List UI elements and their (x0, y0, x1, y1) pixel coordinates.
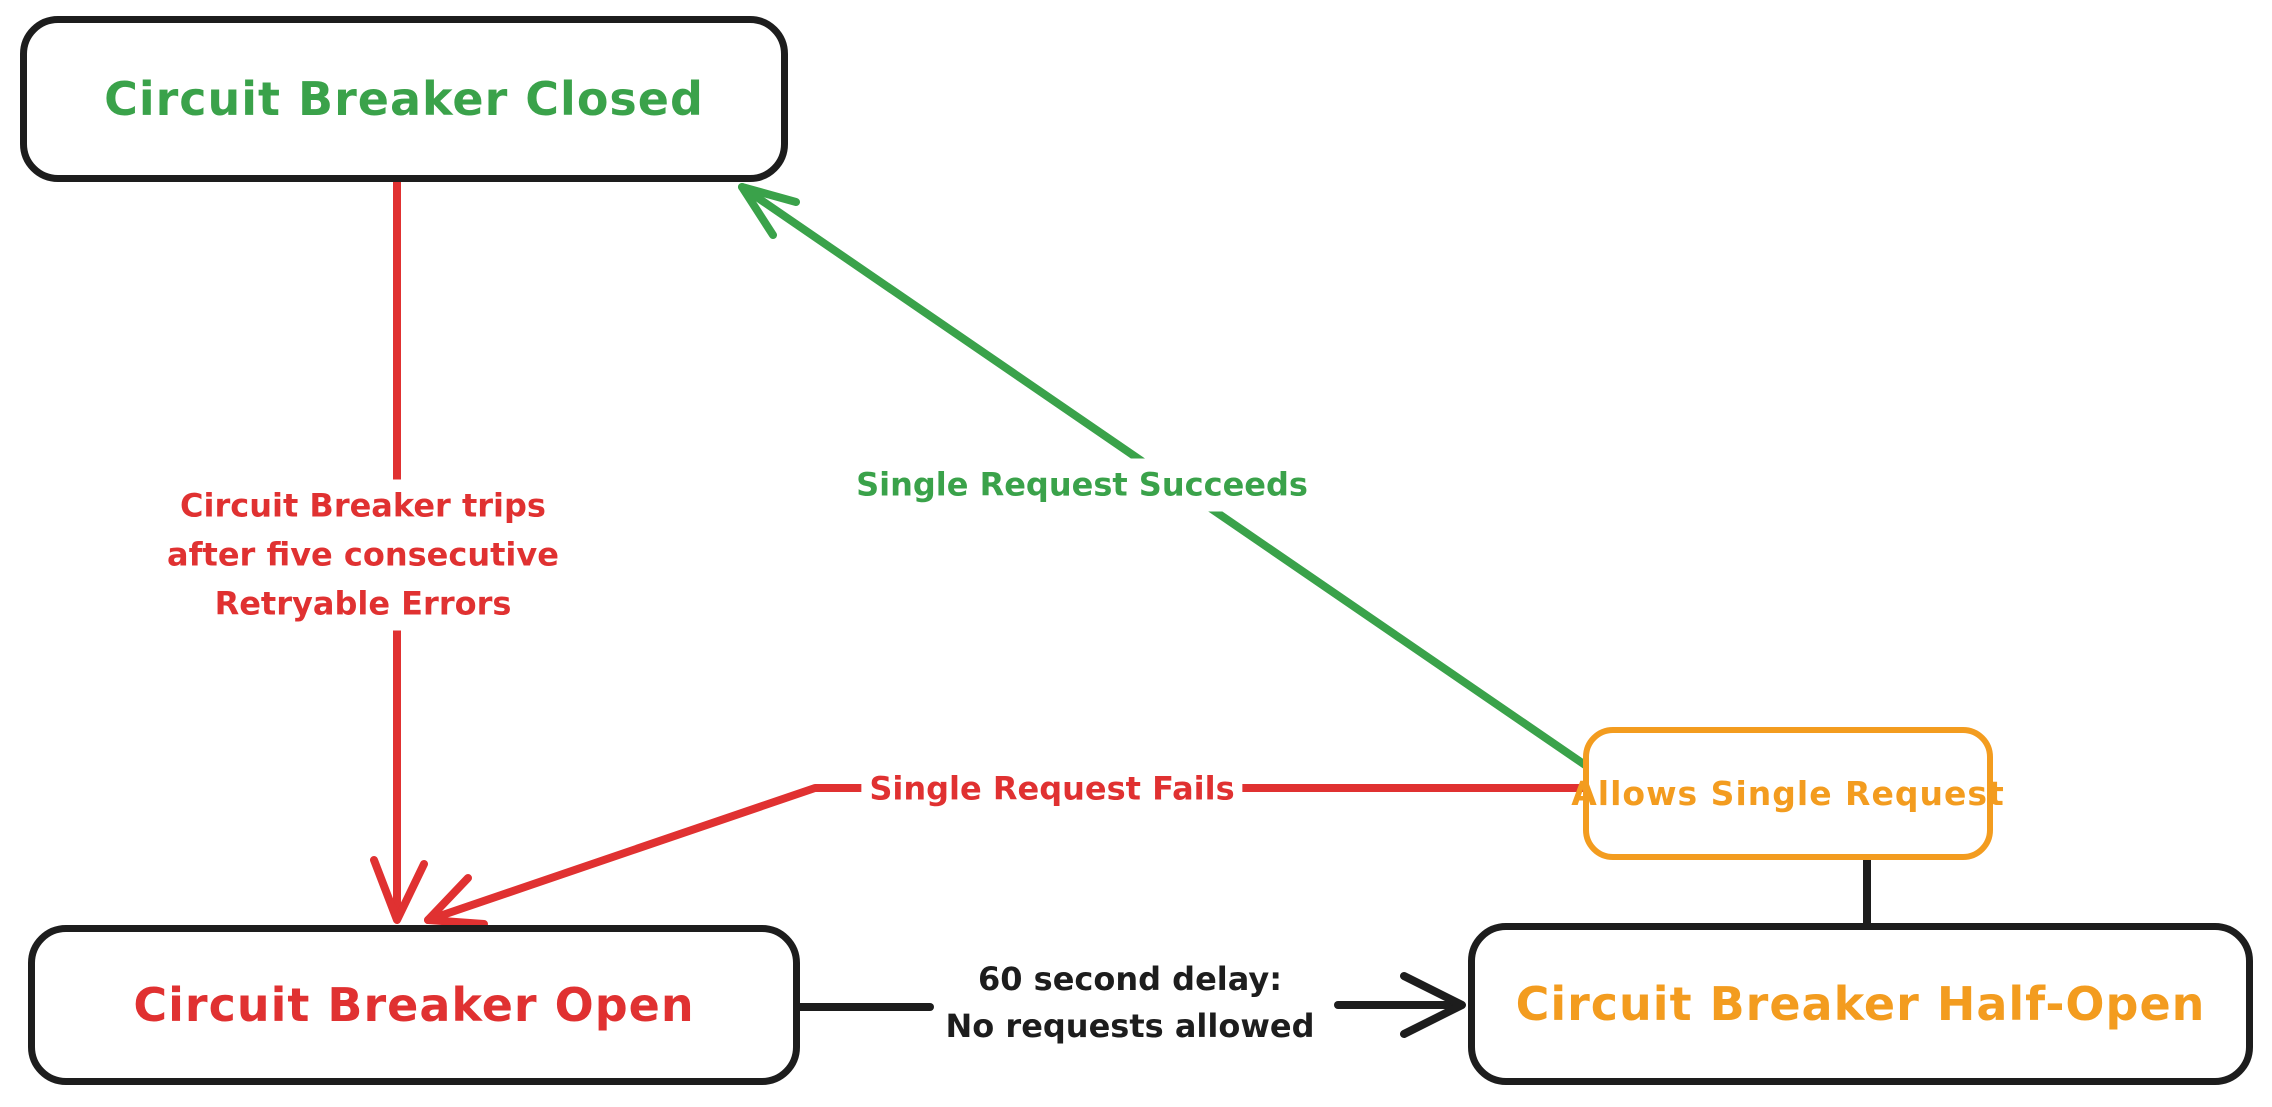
label-line: No requests allowed (945, 1007, 1315, 1045)
node-title: Circuit Breaker Closed (104, 72, 704, 126)
label-single-request-succeeds: Single Request Succeeds (846, 458, 1318, 512)
label-single-request-fails: Single Request Fails (861, 764, 1243, 814)
node-title: Allows Single Request (1571, 774, 2005, 813)
label-line: Retryable Errors (214, 584, 512, 623)
node-allows-single-request: Allows Single Request (1571, 727, 2004, 860)
node-circuit-breaker-open: Circuit Breaker Open (28, 925, 800, 1085)
node-circuit-breaker-half-open: Circuit Breaker Half-Open (1468, 923, 2253, 1085)
delay-arrow (796, 972, 1466, 1038)
label-circuit-breaker-trips: Circuit Breaker trips after five consecu… (157, 479, 569, 631)
fails-arrow (424, 784, 1587, 928)
node-title: Circuit Breaker Half-Open (1515, 977, 2206, 1031)
label-60-second-delay: 60 second delay: No requests allowed (935, 954, 1325, 1052)
label-line: after five consecutive (167, 535, 559, 574)
node-title: Circuit Breaker Open (133, 978, 695, 1032)
node-circuit-breaker-closed: Circuit Breaker Closed (20, 16, 788, 182)
label-line: Circuit Breaker trips (180, 486, 546, 525)
label-line: 60 second delay: (977, 960, 1283, 998)
